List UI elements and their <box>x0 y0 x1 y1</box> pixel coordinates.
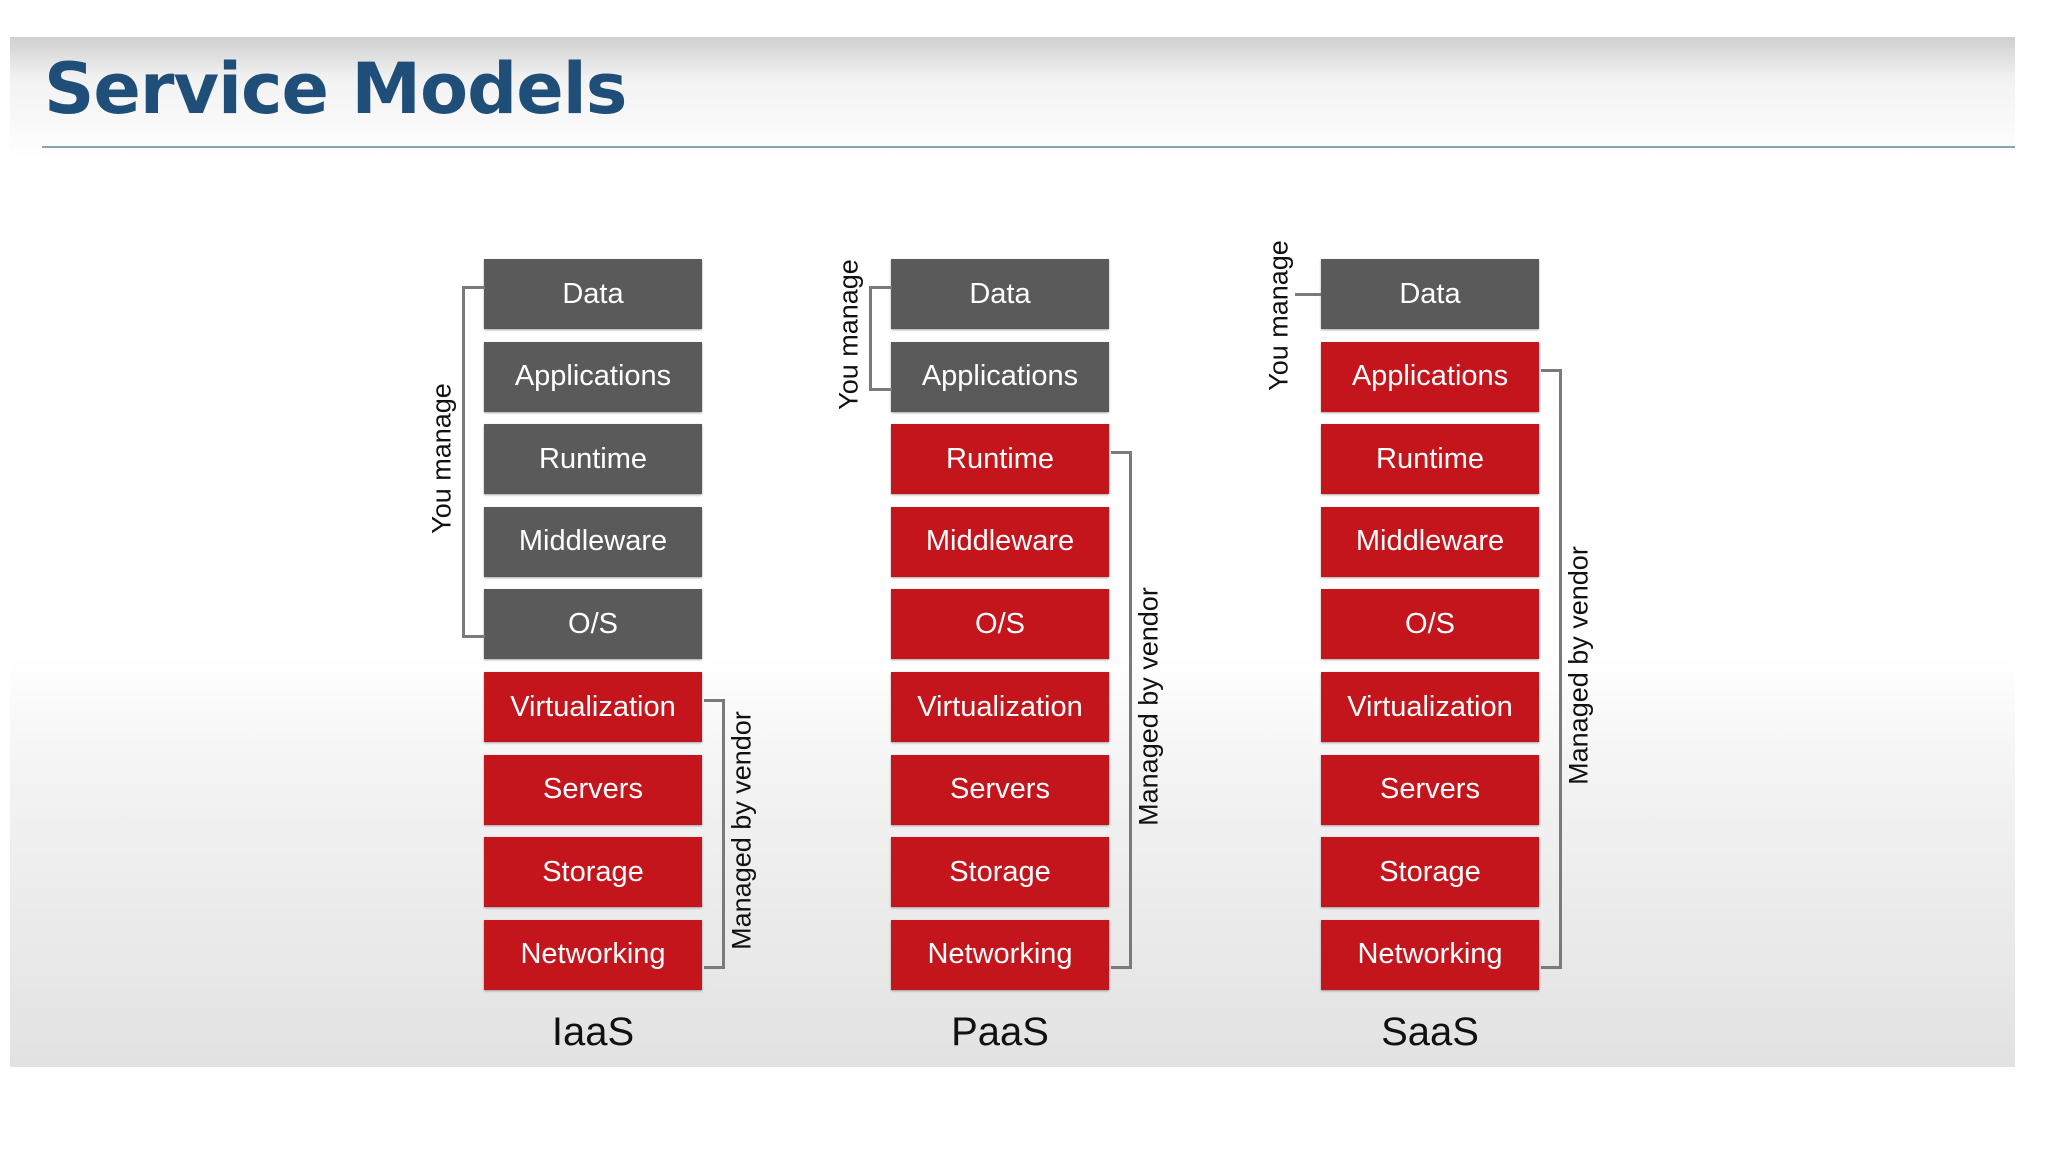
layer-runtime: Runtime <box>484 424 702 495</box>
layer-middleware: Middleware <box>1321 506 1539 577</box>
managed-by-vendor-label: Managed by vendor <box>1563 545 1594 785</box>
managed-by-vendor-label: Managed by vendor <box>1133 587 1164 826</box>
you-manage-bracket <box>1295 293 1321 296</box>
layer-runtime: Runtime <box>891 424 1109 495</box>
layer-networking: Networking <box>1321 919 1539 990</box>
you-manage-label: You manage <box>833 259 864 411</box>
layer-storage: Storage <box>484 837 702 908</box>
layer-runtime: Runtime <box>1321 424 1539 495</box>
title-divider <box>42 146 2015 148</box>
layer-networking: Networking <box>891 919 1109 990</box>
you-manage-bracket <box>462 286 485 639</box>
layer-virtualization: Virtualization <box>1321 672 1539 742</box>
layer-middleware: Middleware <box>484 506 702 577</box>
you-manage-label: You manage <box>426 383 457 535</box>
model-name: PaaS <box>951 1009 1049 1054</box>
layer-virtualization: Virtualization <box>891 672 1109 742</box>
layer-o-s: O/S <box>1321 589 1539 660</box>
layer-applications: Applications <box>1321 341 1539 412</box>
managed-by-vendor-bracket <box>1541 368 1562 969</box>
layer-data: Data <box>1321 259 1539 329</box>
layer-servers: Servers <box>891 754 1109 825</box>
layer-data: Data <box>891 259 1109 329</box>
managed-by-vendor-label: Managed by vendor <box>726 711 757 950</box>
model-name: SaaS <box>1381 1009 1479 1054</box>
model-name: IaaS <box>551 1009 635 1054</box>
layer-networking: Networking <box>484 919 702 990</box>
layer-middleware: Middleware <box>891 506 1109 577</box>
you-manage-label: You manage <box>1263 240 1294 391</box>
layer-servers: Servers <box>1321 754 1539 825</box>
layer-o-s: O/S <box>484 589 702 660</box>
layer-storage: Storage <box>891 837 1109 908</box>
layer-storage: Storage <box>1321 837 1539 908</box>
managed-by-vendor-bracket <box>1111 451 1132 969</box>
layer-virtualization: Virtualization <box>484 672 702 742</box>
layer-o-s: O/S <box>891 589 1109 660</box>
layer-applications: Applications <box>891 341 1109 412</box>
slide-title: Service Models <box>44 48 627 130</box>
you-manage-bracket <box>869 286 892 391</box>
layer-servers: Servers <box>484 754 702 825</box>
layer-data: Data <box>484 259 702 329</box>
managed-by-vendor-bracket <box>704 699 725 969</box>
layer-applications: Applications <box>484 341 702 412</box>
